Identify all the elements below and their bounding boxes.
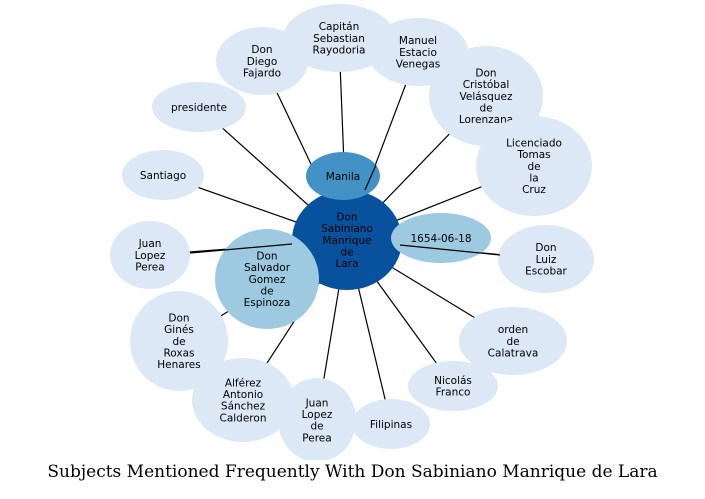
node-filipinas: Filipinas xyxy=(352,399,430,449)
node-presidente-label: presidente xyxy=(171,102,227,114)
node-manila: Manila xyxy=(306,152,380,200)
node-luiz-bubble xyxy=(498,225,594,293)
node-date-bubble xyxy=(391,213,491,263)
node-orden-bubble xyxy=(459,307,567,375)
node-salvador-bubble xyxy=(215,229,319,329)
node-center-bubble xyxy=(292,190,402,290)
node-juan-lopez-1-bubble xyxy=(110,221,190,289)
edge-overlay-manila xyxy=(364,164,377,191)
node-santiago-label: Santiago xyxy=(140,170,186,182)
node-juan-lopez-2-bubble xyxy=(278,378,356,460)
node-gines-bubble xyxy=(130,291,228,391)
node-date: 1654-06-18 xyxy=(391,213,491,263)
node-manila-label: Manila xyxy=(326,171,360,183)
node-diego-bubble xyxy=(216,27,308,95)
node-alferez-bubble xyxy=(192,358,294,442)
node-licenciado-bubble xyxy=(476,116,592,216)
node-filipinas-bubble xyxy=(352,399,430,449)
node-nicolas-bubble xyxy=(408,361,498,411)
node-santiago: Santiago xyxy=(122,150,204,200)
node-date-label: 1654-06-18 xyxy=(410,233,471,245)
node-presidente: presidente xyxy=(152,82,246,132)
diagram-title: Subjects Mentioned Frequently With Don S… xyxy=(47,462,658,482)
edge-overlay-salvador xyxy=(189,243,293,254)
edge-overlay-date xyxy=(399,244,501,256)
node-manila-bubble xyxy=(306,152,380,200)
node-capitan-bubble xyxy=(283,4,395,72)
node-santiago-bubble xyxy=(122,150,204,200)
node-presidente-bubble xyxy=(152,82,246,132)
node-filipinas-label: Filipinas xyxy=(370,419,412,431)
